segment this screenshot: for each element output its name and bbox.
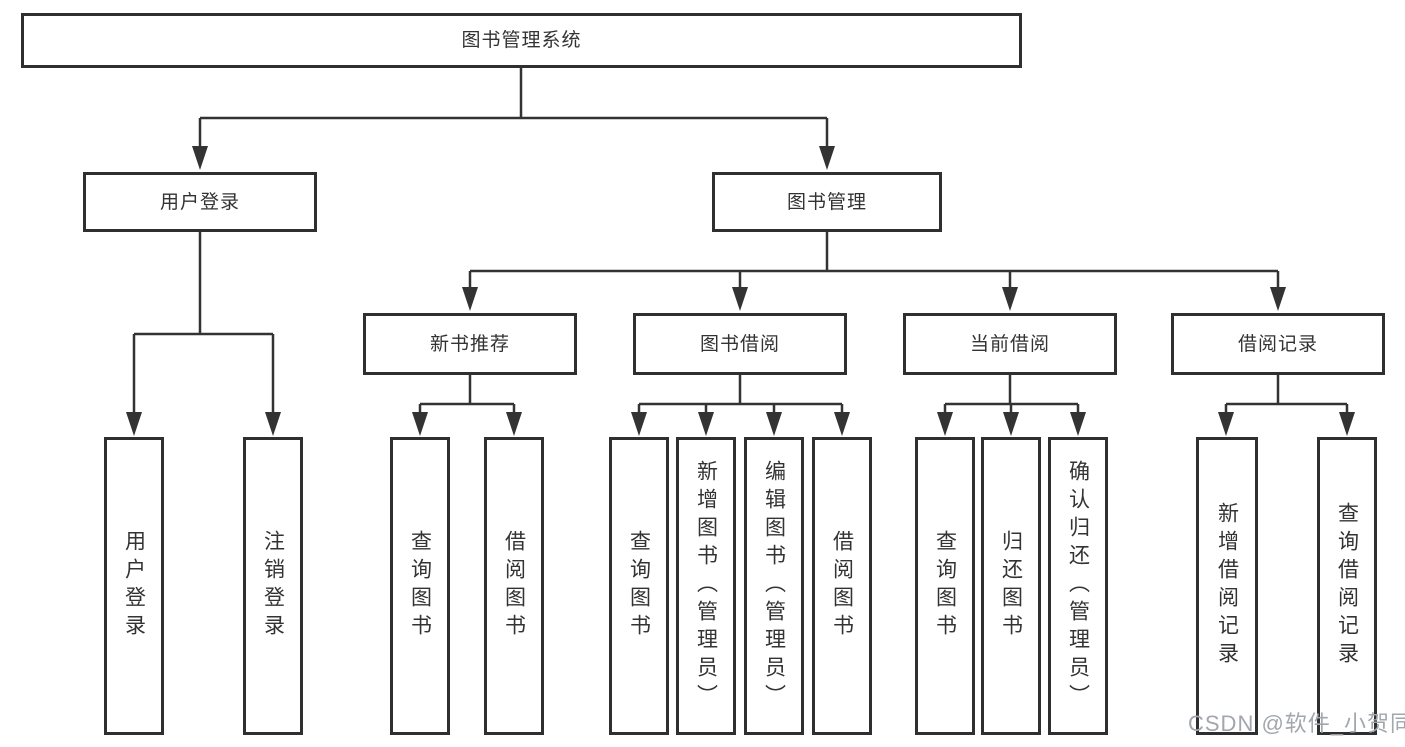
node-new-book-label: 新书推荐 xyxy=(429,333,510,355)
arrow-down-icon xyxy=(1070,412,1086,436)
connector-book-borrow-to-leaves xyxy=(637,375,844,418)
leaf-record-query-borrow-record: 查询借阅记录 xyxy=(1317,437,1377,735)
arrow-down-icon xyxy=(126,412,142,436)
leaf-logout: 注销登录 xyxy=(243,437,303,735)
node-current-borrow-label: 当前借阅 xyxy=(969,333,1050,355)
arrow-down-icon xyxy=(1339,412,1355,436)
arrow-down-icon xyxy=(1002,287,1018,311)
leaf-borrow-borrow-books: 借阅图书 xyxy=(812,437,872,735)
leaf-logout-label: 注销登录 xyxy=(261,530,285,642)
leaf-borrow-query-books: 查询图书 xyxy=(609,437,669,735)
node-book-borrow-label: 图书借阅 xyxy=(699,333,780,355)
arrow-down-icon xyxy=(265,412,281,436)
leaf-current-confirm-return-admin-label: 确认归还（管理员） xyxy=(1066,460,1090,712)
leaf-record-add-borrow-record: 新增借阅记录 xyxy=(1196,437,1258,735)
connector-user-login-to-leaves xyxy=(132,232,275,418)
arrow-down-icon xyxy=(1270,287,1286,311)
connector-root-to-level2 xyxy=(198,68,829,150)
leaf-borrow-add-books-admin-label: 新增图书（管理员） xyxy=(694,460,718,712)
leaf-current-return-books: 归还图书 xyxy=(981,437,1041,735)
arrow-down-icon xyxy=(462,287,478,311)
leaf-newbook-borrow-books: 借阅图书 xyxy=(484,437,544,735)
watermark: CSDN @软件_小贺同学 xyxy=(1188,711,1405,736)
leaf-record-add-borrow-record-label: 新增借阅记录 xyxy=(1215,502,1239,670)
connector-current-borrow-to-leaves xyxy=(943,375,1080,418)
arrow-down-icon xyxy=(412,412,428,436)
arrow-down-icon xyxy=(1003,412,1019,436)
node-root-label: 图书管理系统 xyxy=(461,30,582,51)
arrow-down-icon xyxy=(937,412,953,436)
node-borrow-record-label: 借阅记录 xyxy=(1237,333,1318,355)
leaf-current-return-books-label: 归还图书 xyxy=(999,530,1023,642)
node-book-mgmt: 图书管理 xyxy=(712,172,942,232)
leaf-current-confirm-return-admin: 确认归还（管理员） xyxy=(1048,437,1108,735)
node-new-book: 新书推荐 xyxy=(363,313,577,375)
leaf-record-query-borrow-record-label: 查询借阅记录 xyxy=(1335,502,1359,670)
leaf-borrow-edit-books-admin-label: 编辑图书（管理员） xyxy=(762,460,786,712)
leaf-user-login-label: 用户登录 xyxy=(122,530,146,642)
leaf-newbook-query-books: 查询图书 xyxy=(390,437,450,735)
connector-book-mgmt-to-modules xyxy=(468,232,1280,291)
arrow-down-icon xyxy=(766,412,782,436)
leaf-newbook-borrow-books-label: 借阅图书 xyxy=(502,530,526,642)
arrow-down-icon xyxy=(732,287,748,311)
node-current-borrow: 当前借阅 xyxy=(903,313,1117,375)
leaf-current-query-books-label: 查询图书 xyxy=(933,530,957,642)
leaf-newbook-query-books-label: 查询图书 xyxy=(408,530,432,642)
arrow-down-icon xyxy=(192,146,208,170)
node-root: 图书管理系统 xyxy=(21,13,1022,68)
leaf-borrow-edit-books-admin: 编辑图书（管理员） xyxy=(744,437,804,735)
leaf-current-query-books: 查询图书 xyxy=(915,437,975,735)
leaf-borrow-query-books-label: 查询图书 xyxy=(627,530,651,642)
arrow-down-icon xyxy=(834,412,850,436)
arrow-down-icon xyxy=(819,146,835,170)
leaf-borrow-borrow-books-label: 借阅图书 xyxy=(830,530,854,642)
connector-new-book-to-leaves xyxy=(418,375,516,418)
node-book-borrow: 图书借阅 xyxy=(633,313,847,375)
node-book-mgmt-label: 图书管理 xyxy=(786,191,867,213)
arrow-down-icon xyxy=(506,412,522,436)
arrow-down-icon xyxy=(698,412,714,436)
connector-borrow-record-to-leaves xyxy=(1224,375,1349,418)
arrow-down-icon xyxy=(631,412,647,436)
node-user-login-label: 用户登录 xyxy=(159,191,240,213)
node-user-login: 用户登录 xyxy=(83,172,317,232)
arrow-down-icon xyxy=(1218,412,1234,436)
node-borrow-record: 借阅记录 xyxy=(1171,313,1385,375)
leaf-borrow-add-books-admin: 新增图书（管理员） xyxy=(676,437,736,735)
leaf-user-login: 用户登录 xyxy=(104,437,164,735)
